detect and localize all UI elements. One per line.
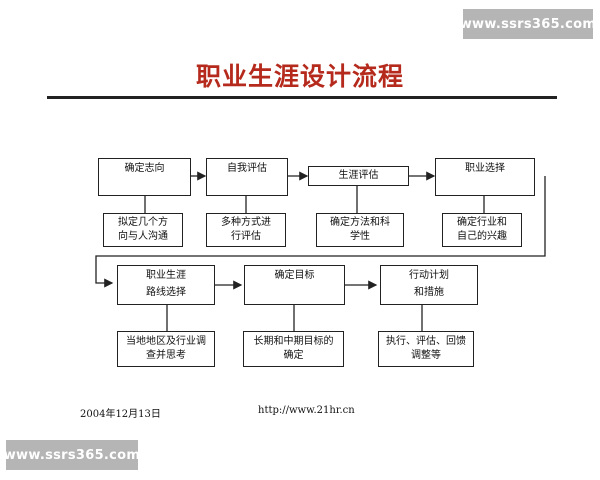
- step-label-5-line-2: 路线选择: [146, 287, 186, 298]
- step-label-7-line-1: 行动计划: [409, 270, 449, 281]
- detail-1-line-1: 拟定几个方: [118, 217, 168, 228]
- title-underline: [47, 96, 557, 99]
- detail-box-3: 确定方法和科 学性: [316, 213, 404, 247]
- step-box-4: 职业选择: [435, 158, 535, 196]
- step-box-1: 确定志向: [98, 158, 191, 196]
- detail-3-line-2: 学性: [350, 231, 370, 242]
- detail-box-1: 拟定几个方 向与人沟通: [103, 213, 183, 247]
- wrap-connector: [95, 176, 546, 288]
- step-box-2: 自我评估: [206, 158, 288, 196]
- detail-6-line-1: 长期和中期目标的: [253, 336, 334, 347]
- step-label-7-line-2: 和措施: [414, 287, 444, 298]
- step-label-6: 确定目标: [274, 270, 315, 281]
- step-label-1: 确定志向: [124, 163, 165, 174]
- step-label-2: 自我评估: [227, 163, 267, 174]
- detail-box-6: 长期和中期目标的 确定: [243, 331, 344, 367]
- detail-6-line-2: 确定: [283, 350, 304, 361]
- page-title: 职业生涯设计流程: [195, 62, 404, 91]
- detail-box-5: 当地地区及行业调 查并思考: [117, 331, 215, 367]
- detail-3-line-1: 确定方法和科: [330, 217, 390, 228]
- detail-5-line-2: 查并思考: [146, 350, 186, 361]
- step-box-6: 确定目标: [244, 265, 345, 305]
- step-label-4: 职业选择: [465, 163, 505, 174]
- detail-4-line-1: 确定行业和: [457, 217, 507, 228]
- footer-url[interactable]: http://www.21hr.cn: [258, 405, 355, 416]
- watermark-top: www.ssrs365.com: [460, 9, 596, 39]
- step-box-3: 生涯评估: [308, 166, 409, 186]
- detail-7-line-1: 执行、评估、回馈: [386, 336, 466, 347]
- detail-1-line-2: 向与人沟通: [118, 231, 168, 242]
- detail-2-line-1: 多种方式进: [221, 217, 271, 228]
- step-label-5-line-1: 职业生涯: [146, 270, 186, 281]
- detail-5-line-1: 当地地区及行业调: [126, 336, 206, 347]
- detail-2-line-2: 行评估: [231, 231, 261, 242]
- detail-box-4: 确定行业和 自己的兴趣: [442, 213, 522, 247]
- detail-box-7: 执行、评估、回馈 调整等: [378, 331, 474, 367]
- footer-date: 2004年12月13日: [80, 409, 161, 420]
- detail-7-line-2: 调整等: [411, 350, 441, 361]
- detail-box-2: 多种方式进 行评估: [206, 213, 286, 247]
- step-box-7: 行动计划 和措施: [380, 265, 478, 305]
- watermark-bottom: www.ssrs365.com: [4, 440, 140, 470]
- step-label-3: 生涯评估: [338, 170, 379, 181]
- step-box-5: 职业生涯 路线选择: [117, 265, 215, 305]
- detail-4-line-2: 自己的兴趣: [457, 231, 507, 242]
